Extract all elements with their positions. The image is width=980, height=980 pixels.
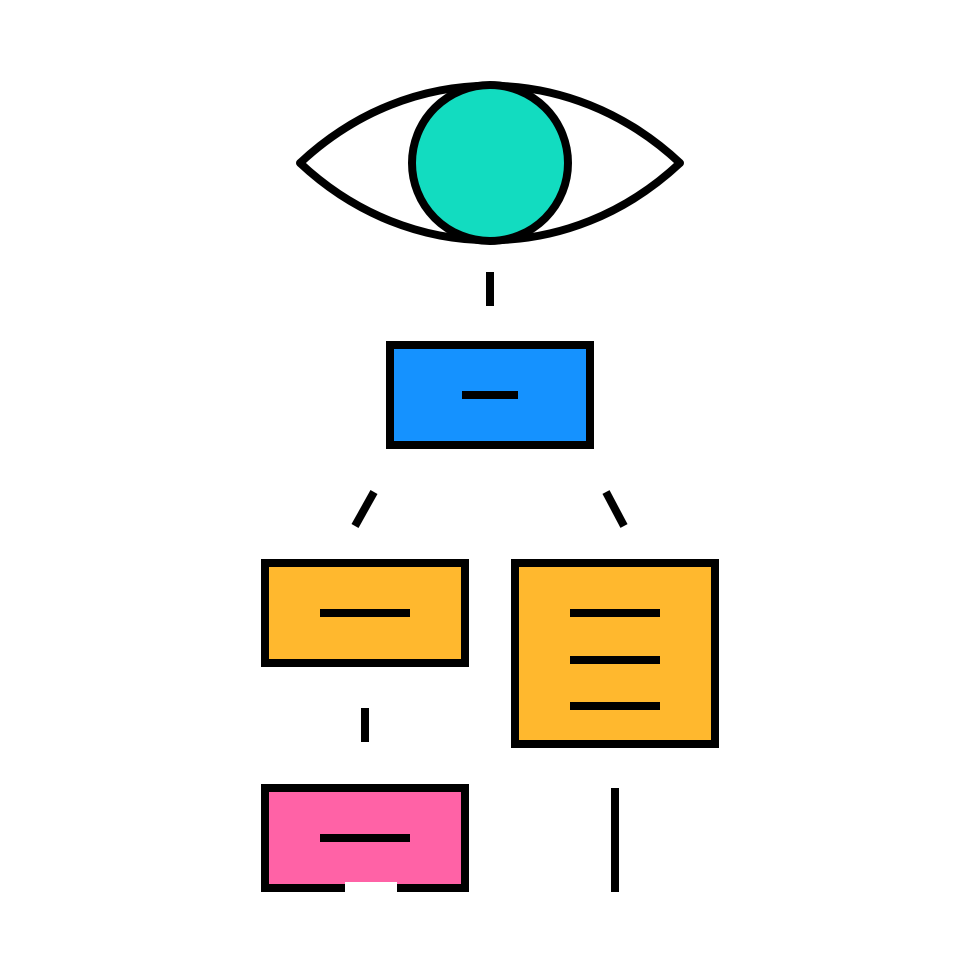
left-box-rect bbox=[261, 559, 469, 667]
right-box-rect bbox=[511, 559, 719, 748]
connector-top-box-to-right-box bbox=[602, 490, 628, 528]
connector-top-box-to-left-box bbox=[351, 490, 378, 528]
eye-icon bbox=[296, 81, 684, 245]
top-box bbox=[386, 341, 594, 449]
eye-iris bbox=[408, 81, 572, 245]
bottom-box-gap bbox=[345, 882, 397, 894]
right-box bbox=[511, 559, 719, 748]
bottom-box bbox=[261, 784, 469, 894]
left-box bbox=[261, 559, 469, 667]
